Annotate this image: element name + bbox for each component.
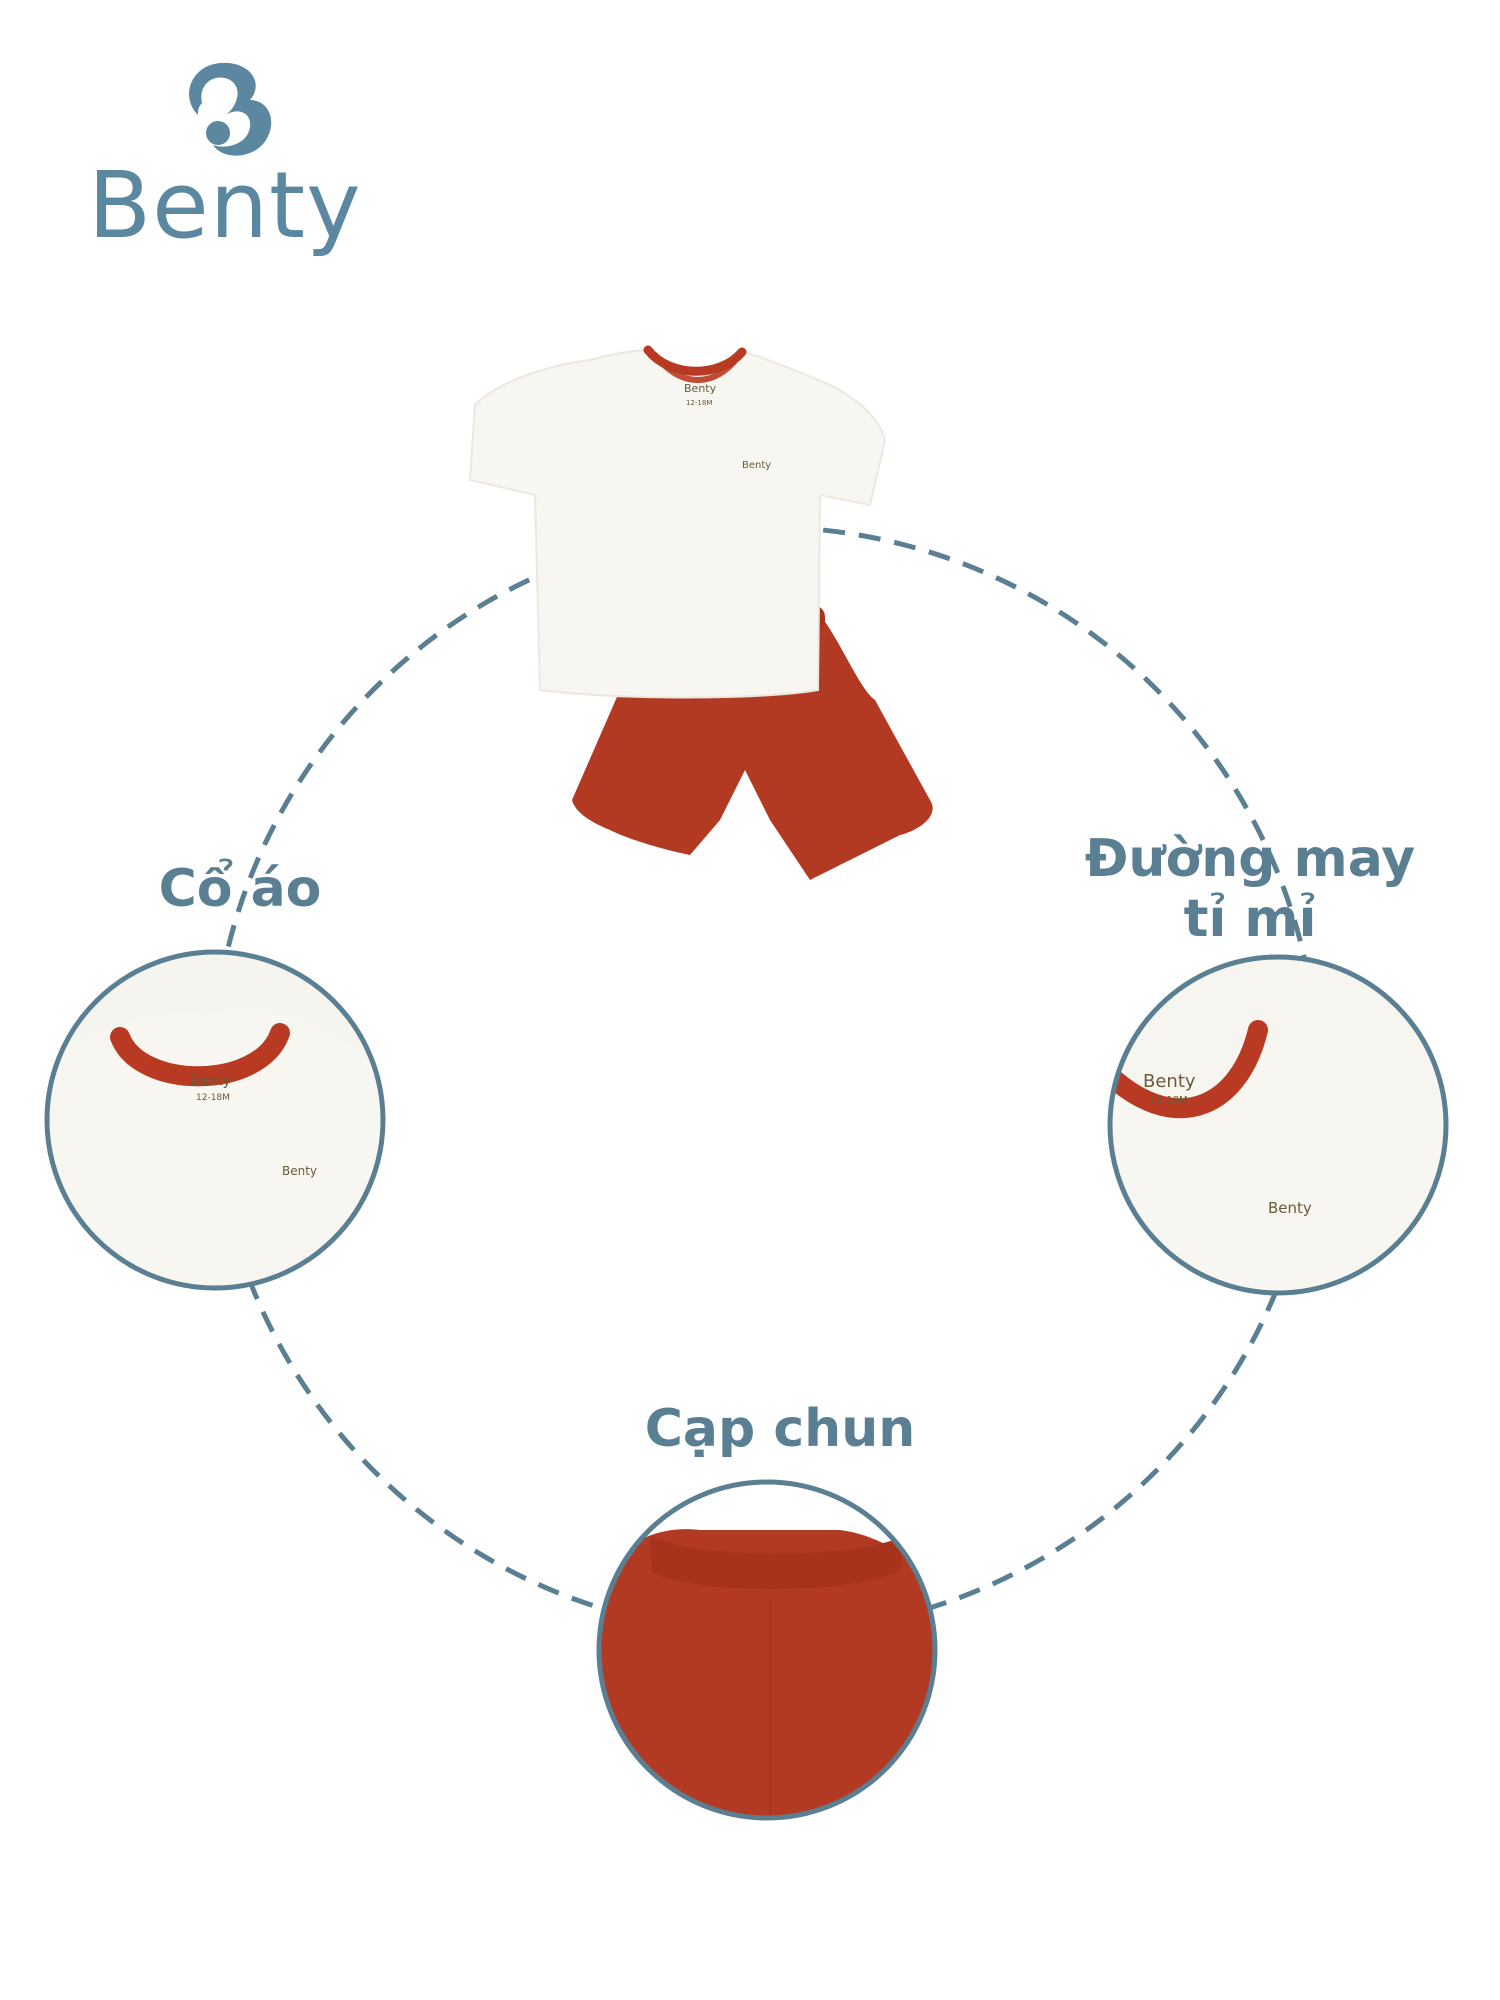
stitch-neck-label: Benty [1143, 1071, 1196, 1092]
stitch-size-label: 12-18M [1150, 1095, 1188, 1106]
collar-size-label: 12-18M [196, 1093, 230, 1103]
collar-neck-label: Benty [190, 1073, 231, 1089]
collar-label: Cổ áo [158, 859, 322, 919]
stitching-label-line1: Đường may [1084, 829, 1416, 889]
stitching-label-line2: tỉ mỉ [1183, 888, 1317, 949]
collar-zoom-icon: Benty 12-18M Benty [44, 949, 386, 1291]
product-shirt: Benty 12-18M Benty [468, 345, 887, 699]
baby-curl-logo-icon [189, 62, 272, 156]
waistband-label: Cạp chun [644, 1399, 916, 1459]
brand-name: Benty [88, 152, 362, 259]
waistband-zoom-icon [596, 1479, 938, 1821]
neck-label-brand: Benty [684, 382, 717, 395]
collar-chest-print: Benty [282, 1164, 317, 1178]
brand-logo: Benty [88, 55, 361, 265]
stitch-chest-print: Benty [1268, 1199, 1312, 1217]
neck-label-size: 12-18M [686, 399, 712, 407]
chest-print: Benty [742, 460, 771, 471]
stitching-label: Đường may tỉ mỉ [1080, 829, 1420, 950]
stitching-zoom-icon: Benty 12-18M Benty [1107, 954, 1449, 1296]
